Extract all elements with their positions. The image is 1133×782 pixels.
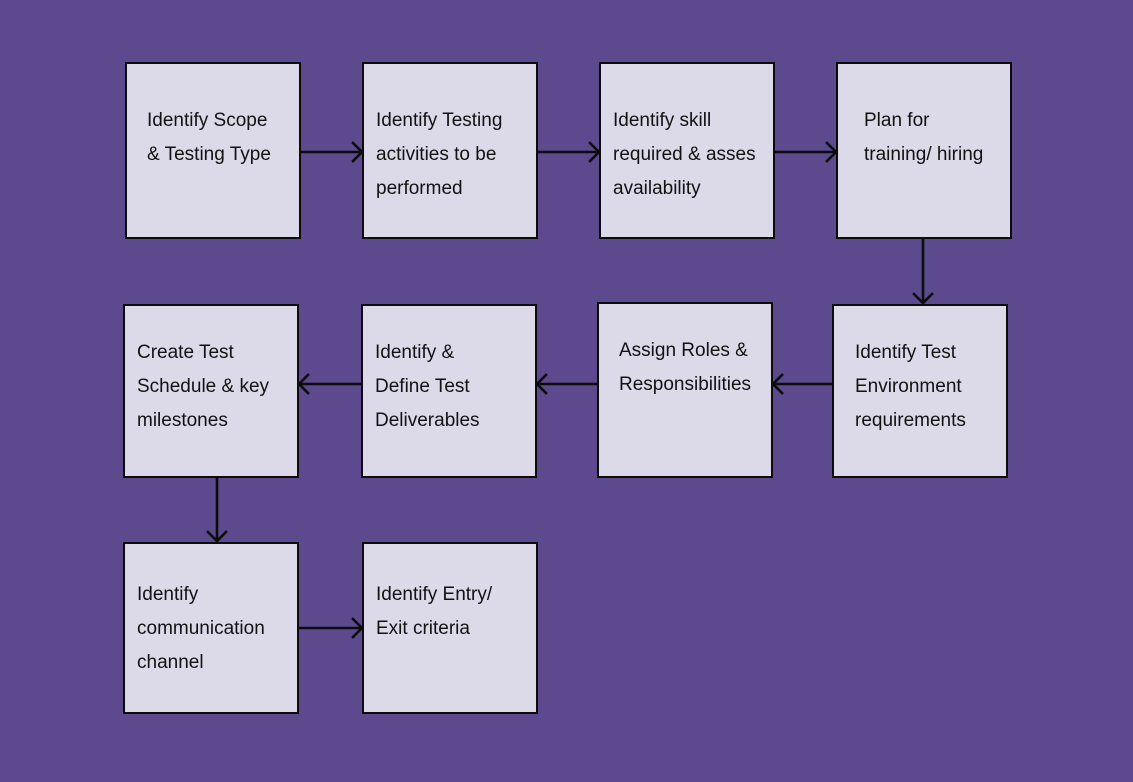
arrowhead-icon	[588, 141, 601, 163]
node-label: Identify skill required & asses availabi…	[613, 110, 756, 199]
flowchart-node-n8[interactable]: Identify Test Environment requirements	[832, 304, 1008, 478]
arrowhead-icon	[351, 141, 364, 163]
flowchart-edge-e8	[206, 478, 228, 543]
node-label: Identify Scope & Testing Type	[147, 110, 271, 165]
flowchart-node-n6[interactable]: Identify & Define Test Deliverables	[361, 304, 537, 478]
flowchart-node-n1[interactable]: Identify Scope & Testing Type	[125, 62, 301, 239]
flowchart-node-n2[interactable]: Identify Testing activities to be perfor…	[362, 62, 538, 239]
flowchart-edge-e4	[912, 239, 934, 305]
arrowhead-icon	[351, 617, 364, 639]
flowchart-edge-e3	[775, 141, 838, 163]
flowchart-node-n4[interactable]: Plan for training/ hiring	[836, 62, 1012, 239]
arrowhead-icon	[535, 373, 548, 395]
flowchart-node-n7[interactable]: Assign Roles & Responsibilities	[597, 302, 773, 478]
arrowhead-icon	[825, 141, 838, 163]
flowchart-node-n3[interactable]: Identify skill required & asses availabi…	[599, 62, 775, 239]
arrowhead-icon	[771, 373, 784, 395]
node-label: Identify Test Environment requirements	[855, 342, 966, 431]
flowchart-edge-e7	[297, 373, 361, 395]
flowchart-edge-e5	[771, 373, 832, 395]
arrowhead-icon	[297, 373, 310, 395]
node-label: Assign Roles & Responsibilities	[619, 340, 752, 395]
node-label: Create Test Schedule & key milestones	[137, 342, 270, 431]
flowchart-node-n9[interactable]: Identify communication channel	[123, 542, 299, 714]
node-label: Plan for training/ hiring	[864, 110, 984, 165]
flowchart-edge-e1	[301, 141, 364, 163]
flowchart-node-n5[interactable]: Create Test Schedule & key milestones	[123, 304, 299, 478]
node-label: Identify communication channel	[137, 584, 265, 673]
node-label: Identify & Define Test Deliverables	[375, 342, 480, 431]
arrowhead-icon	[206, 530, 228, 543]
node-label: Identify Testing activities to be perfor…	[376, 110, 503, 199]
flowchart-edge-e9	[299, 617, 364, 639]
flowchart-node-n10[interactable]: Identify Entry/ Exit criteria	[362, 542, 538, 714]
arrowhead-icon	[912, 292, 934, 305]
node-label: Identify Entry/ Exit criteria	[376, 584, 493, 639]
flowchart-edge-e6	[535, 373, 597, 395]
flowchart-edge-e2	[538, 141, 601, 163]
